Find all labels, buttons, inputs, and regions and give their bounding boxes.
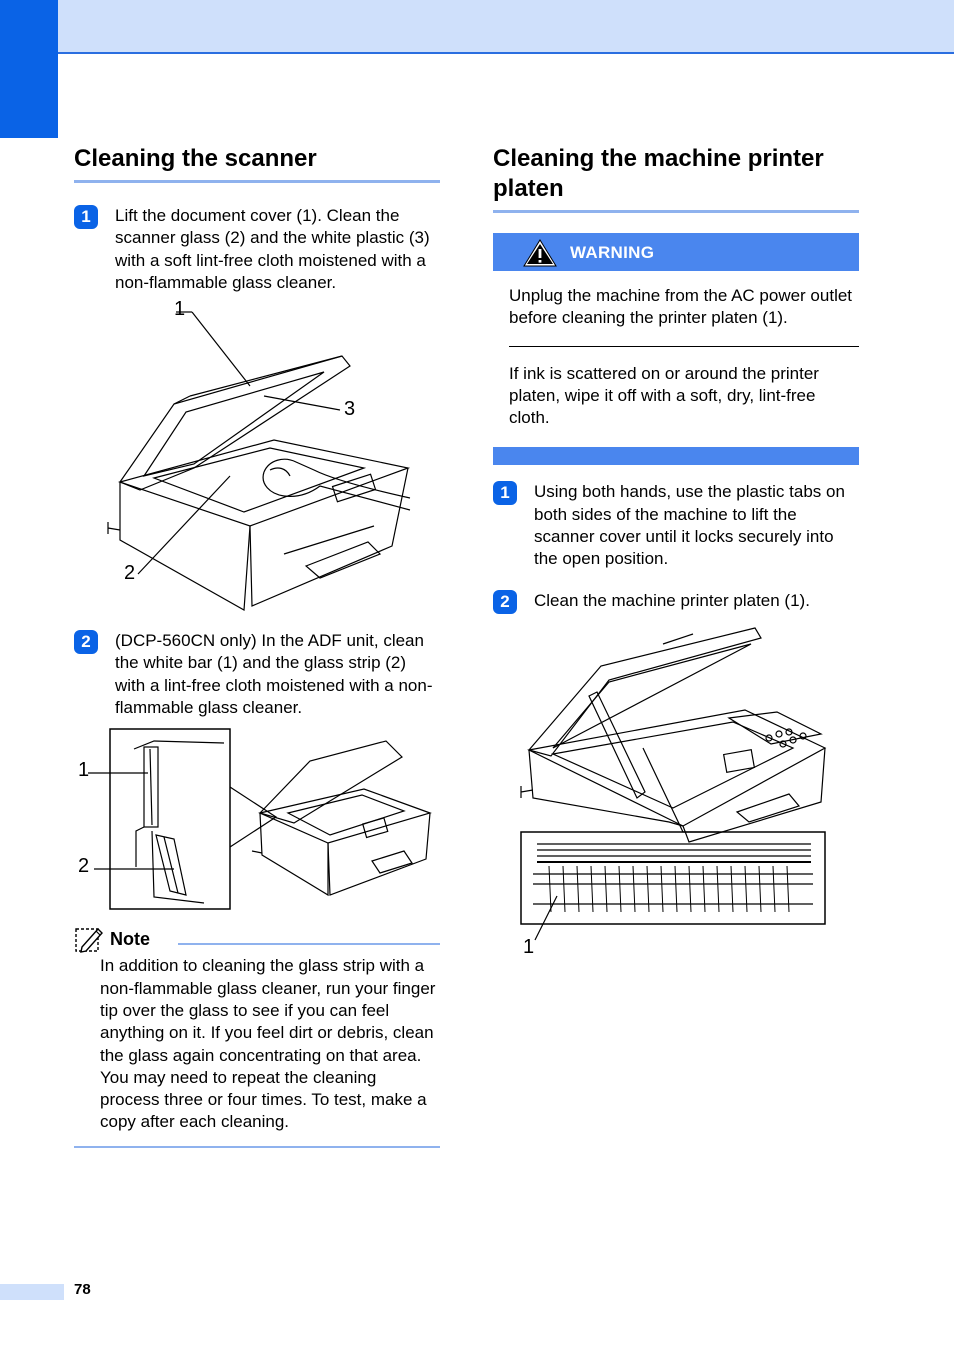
right-column: Cleaning the machine printer platen WARN… [493,144,859,968]
step-text: (DCP-560CN only) In the ADF unit, clean … [115,631,433,718]
note-label: Note [110,929,150,950]
left-column: Cleaning the scanner 1 Lift the document… [74,144,440,1148]
section-title-cleaning-scanner: Cleaning the scanner [74,144,440,183]
callout-2: 2 [78,855,90,878]
header-band [0,0,954,54]
note-text: In addition to cleaning the glass strip … [74,955,440,1148]
callout-2: 2 [124,562,136,585]
warning-label: WARNING [570,243,655,262]
note-header: Note [74,925,440,954]
warning-text-ink: If ink is scattered on or around the pri… [509,363,819,428]
chapter-tab [0,0,58,138]
step-1: 1 Using both hands, use the plastic tabs… [493,481,859,570]
figure-scanner-glass: 1 3 2 [74,298,440,612]
step-2: 2 (DCP-560CN only) In the ADF unit, clea… [74,630,440,719]
page-number: 78 [74,1281,91,1298]
figure-printer-platen: 1 [493,622,859,968]
adf-illustration [88,728,432,911]
page-number-bar [0,1284,64,1300]
platen-illustration [520,627,827,941]
callout-3: 3 [344,398,356,421]
step-text: Using both hands, use the plastic tabs o… [534,482,845,569]
figure-adf-glass-strip: 1 2 [74,727,440,911]
warning-text: Unplug the machine from the AC power out… [509,286,853,328]
warning-footer-bar [493,447,859,466]
step-number: 2 [74,630,98,655]
step-2: 2 Clean the machine printer platen (1). [493,589,859,614]
step-text: Lift the document cover (1). Clean the s… [115,206,430,292]
step-number: 1 [493,481,517,506]
step-text: Clean the machine printer platen (1). [534,590,810,610]
callout-1: 1 [78,759,90,782]
section-title-cleaning-platen: Cleaning the machine printer platen [493,144,859,213]
step-1: 1 Lift the document cover (1). Clean the… [74,205,440,294]
step-number: 1 [74,205,98,229]
scanner-illustration [107,311,411,612]
callout-1: 1 [523,935,535,958]
note-pencil-icon [75,928,103,954]
callout-1: 1 [174,298,186,321]
warning-triangle-icon [523,239,557,267]
warning-banner: WARNING [493,233,859,271]
step-number: 2 [493,589,517,614]
note-rule [178,943,440,946]
warning-divider [509,345,859,347]
